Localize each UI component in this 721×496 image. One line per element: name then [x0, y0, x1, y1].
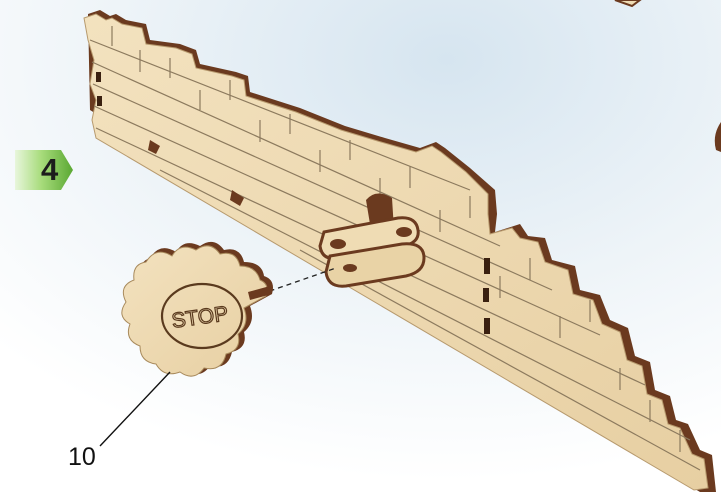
stop-sign-circle: [160, 282, 244, 350]
step-badge-arrow-shape: [15, 150, 73, 190]
partial-part-right-edge: [714, 122, 721, 152]
wall-slot: [483, 288, 489, 302]
wall-slot: [96, 72, 101, 82]
wall-slot: [97, 96, 102, 106]
partial-part-top-right: [614, 0, 642, 8]
part-leader-line: [99, 371, 171, 447]
hinge-pin: [343, 264, 357, 272]
wall-slot: [484, 258, 490, 274]
assembly-guide-line: [243, 267, 337, 301]
wall-slot: [484, 318, 490, 334]
hinge-mechanism: [318, 193, 426, 288]
stop-gear-slot: [248, 286, 272, 300]
stop-gear-face: [121, 245, 268, 377]
wall-notch: [148, 140, 160, 154]
step-number: 4: [41, 152, 59, 187]
stop-gear-piece: STOP: [121, 241, 273, 377]
hinge-pin: [330, 239, 346, 249]
part-number-label: 10: [68, 443, 96, 471]
hinge-link-bottom: [324, 242, 426, 288]
hinge-pin: [396, 227, 412, 237]
wall-notch: [230, 190, 244, 206]
step-badge: 4: [15, 150, 73, 190]
hinge-link-top: [318, 216, 420, 260]
